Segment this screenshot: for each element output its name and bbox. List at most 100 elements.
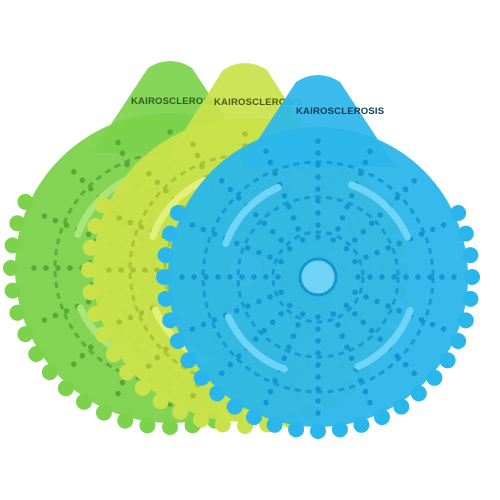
- edge-petal: [156, 269, 172, 285]
- bump: [315, 234, 321, 240]
- bump: [286, 302, 293, 309]
- bump: [315, 210, 321, 216]
- bump: [286, 204, 292, 210]
- bump: [116, 319, 123, 325]
- bump: [315, 374, 321, 380]
- bump: [427, 274, 433, 280]
- bump: [339, 215, 346, 221]
- center-hub: [298, 257, 338, 297]
- bump: [194, 152, 201, 159]
- bump: [63, 222, 70, 228]
- bump: [79, 352, 86, 359]
- bump: [367, 274, 373, 280]
- bump: [396, 307, 403, 314]
- bump: [355, 274, 361, 280]
- bump: [385, 303, 392, 309]
- bump: [286, 245, 293, 252]
- bump: [367, 148, 373, 155]
- brand-label-blue: KAIROSCLEROSIS: [296, 106, 384, 117]
- bump: [315, 386, 321, 392]
- bump: [315, 138, 321, 144]
- edge-petal: [81, 262, 97, 278]
- bump: [281, 192, 288, 199]
- bump: [267, 388, 274, 395]
- bump: [267, 294, 273, 300]
- bump: [63, 308, 70, 314]
- bump: [203, 274, 209, 280]
- bump: [335, 226, 341, 232]
- bump: [275, 274, 281, 280]
- bump: [440, 326, 447, 332]
- bump: [253, 212, 259, 218]
- bump: [116, 215, 123, 221]
- bump: [138, 310, 145, 316]
- bump: [219, 178, 225, 184]
- bump: [402, 186, 409, 193]
- bump: [190, 392, 196, 399]
- bump: [138, 224, 145, 230]
- bump: [362, 388, 369, 395]
- bump: [245, 245, 251, 251]
- bump: [368, 220, 375, 227]
- bump: [352, 289, 358, 296]
- bump: [315, 150, 321, 156]
- bump: [200, 226, 207, 233]
- bump: [154, 179, 161, 186]
- bump: [190, 141, 196, 148]
- bump: [55, 265, 61, 271]
- bump: [315, 186, 321, 192]
- bump: [352, 258, 358, 265]
- bump: [263, 399, 269, 406]
- bump: [335, 322, 341, 328]
- bump: [429, 321, 436, 328]
- bump: [377, 212, 384, 218]
- bump: [52, 217, 59, 224]
- bump: [440, 222, 447, 228]
- bump: [146, 171, 152, 177]
- bump: [411, 178, 418, 184]
- bump: [315, 338, 321, 344]
- bump: [360, 228, 367, 235]
- bump: [278, 289, 284, 296]
- bump: [295, 322, 301, 328]
- bump: [179, 274, 185, 280]
- bump: [119, 150, 126, 157]
- bump: [295, 226, 301, 232]
- bump: [315, 174, 321, 180]
- blue-urinal-screen: KAIROSCLEROSIS: [156, 75, 480, 439]
- bump: [403, 274, 409, 280]
- bump: [367, 399, 373, 406]
- bump: [451, 274, 457, 280]
- bump: [227, 274, 233, 280]
- brand-label-green: KAIROSCLEROSIS: [131, 96, 219, 107]
- bump: [272, 377, 278, 384]
- bump: [344, 204, 350, 210]
- bump: [315, 362, 321, 368]
- bump: [256, 249, 262, 256]
- bump: [85, 231, 92, 238]
- bump: [119, 379, 126, 386]
- bump: [52, 312, 59, 319]
- bump: [227, 186, 234, 193]
- bump: [315, 326, 321, 332]
- bump: [402, 361, 409, 368]
- bump: [127, 219, 134, 226]
- bump: [315, 222, 321, 228]
- bump: [315, 350, 321, 356]
- bump: [106, 267, 112, 273]
- bump: [242, 131, 248, 137]
- bump: [343, 245, 350, 252]
- arc-slot: [354, 307, 414, 370]
- bump: [315, 398, 321, 404]
- bump: [211, 317, 218, 323]
- bump: [167, 129, 173, 135]
- bump: [251, 274, 257, 280]
- edge-petal: [464, 269, 480, 285]
- bump: [385, 245, 392, 251]
- bump: [79, 177, 86, 184]
- brand-label-yellow: KAIROSCLEROSIS: [214, 97, 302, 108]
- bump: [348, 355, 355, 362]
- bump: [163, 346, 169, 353]
